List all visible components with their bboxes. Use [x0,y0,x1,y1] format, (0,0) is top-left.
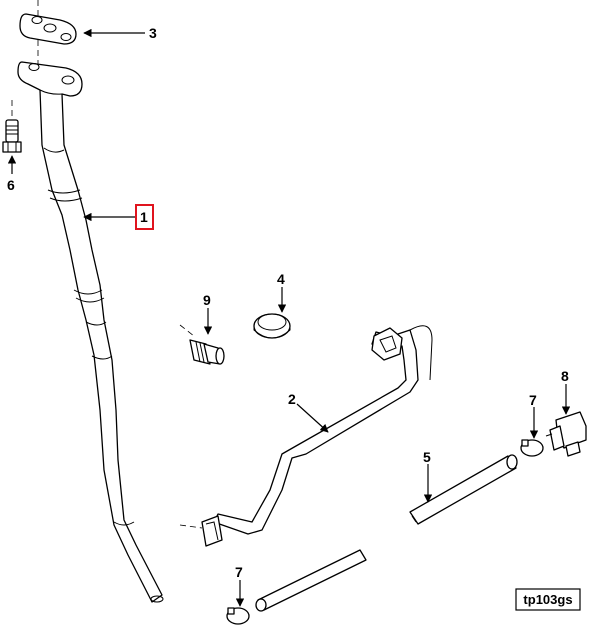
leader-lines [7,28,571,607]
callout-labels: 3 1 6 4 9 2 5 7 8 7 [7,25,569,580]
clamp-upper-part [520,439,544,457]
callout-5: 5 [423,449,431,465]
callout-2: 2 [288,391,296,407]
callout-6: 6 [7,177,15,193]
callout-3: 3 [149,25,157,41]
callout-9: 9 [203,292,211,308]
callout-7-lower: 7 [235,564,243,580]
fitting-part [189,339,225,365]
reference-code-box: tp103gs [515,588,581,611]
gasket-part [19,13,77,45]
callout-8: 8 [561,368,569,384]
seal-ring-part [253,313,291,339]
sensor-part [545,411,587,457]
callout-7-upper: 7 [529,392,537,408]
formed-tube-part [201,325,433,547]
callout-1[interactable]: 1 [140,209,148,225]
bolt-part [2,119,22,153]
callout-1-highlight-box [135,204,154,230]
clamp-lower-part [226,607,250,625]
oil-tube-part [17,61,164,603]
reference-code: tp103gs [523,592,572,607]
hose-part [255,454,518,612]
callout-4: 4 [277,271,285,287]
